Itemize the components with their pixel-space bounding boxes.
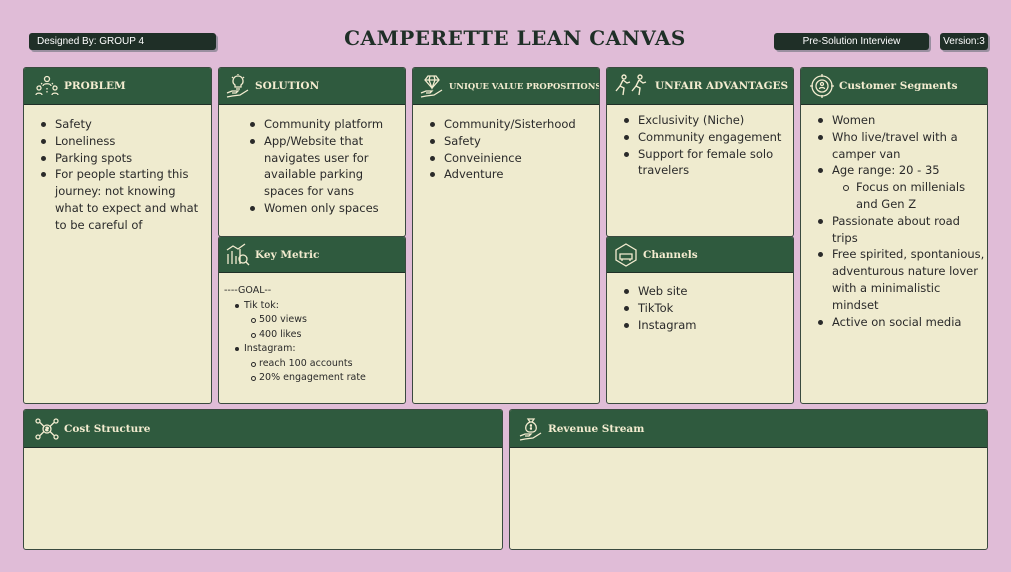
list-item: Community engagement [624, 129, 792, 146]
money-bag-hand-icon [514, 412, 548, 446]
list-item: Instagram [624, 317, 790, 334]
problem-card: PROBLEM Safety Loneliness Parking spots … [23, 67, 212, 404]
designed-by-tag: Designed By: GROUP 4 [29, 33, 216, 50]
list-item: 20% engagement rate [224, 371, 366, 386]
revenue-title: Revenue Stream [548, 422, 645, 435]
unfair-title: UNFAIR ADVANTAGES [655, 80, 789, 92]
list-item: Age range: 20 - 35 [818, 162, 986, 179]
stage-tag: Pre-Solution Interview [774, 33, 929, 50]
key-metric-content: ----GOAL-- Tik tok: 500 views 400 likes … [224, 284, 366, 386]
dollar-network-icon [30, 412, 64, 446]
list-item: 500 views [224, 313, 366, 328]
chart-magnifier-icon [221, 238, 255, 272]
cost-title: Cost Structure [64, 422, 151, 435]
list-item: Exclusivity (Niche) [624, 112, 792, 129]
channels-list: Web site TikTok Instagram [624, 283, 790, 333]
segments-header: Customer Segments [801, 68, 987, 105]
list-item: Loneliness [41, 133, 206, 150]
unfair-header: UNFAIR ADVANTAGES [607, 68, 793, 105]
cost-card: Cost Structure [23, 409, 503, 550]
page-title: CAMPERETTE LEAN CANVAS [344, 26, 686, 50]
list-sub-item: Focus on millenials and Gen Z [818, 179, 986, 213]
instagram-label: Instagram: [224, 342, 366, 357]
uvp-list: Community/Sisterhood Safety Conveinience… [430, 116, 596, 183]
tiktok-label: Tik tok: [224, 299, 366, 314]
segments-card: Customer Segments Women Who live/travel … [800, 67, 988, 404]
goal-label: ----GOAL-- [224, 285, 272, 296]
list-item: Passionate about road trips [818, 213, 986, 247]
cost-header: Cost Structure [24, 410, 502, 448]
revenue-header: Revenue Stream [510, 410, 987, 448]
list-item: Adventure [430, 166, 596, 183]
solution-list: Community platform App/Website that navi… [250, 116, 402, 217]
list-item: For people starting this journey: not kn… [41, 166, 206, 233]
target-person-icon [805, 69, 839, 103]
segments-title: Customer Segments [839, 80, 958, 92]
channels-icon [609, 238, 643, 272]
key-metric-header: Key Metric [219, 237, 405, 273]
channels-card: Channels Web site TikTok Instagram [606, 236, 794, 404]
version-text: Version:3 [943, 36, 985, 47]
channels-title: Channels [643, 248, 698, 261]
lightbulb-hand-icon [221, 69, 255, 103]
list-item: Safety [430, 133, 596, 150]
unfair-list: Exclusivity (Niche) Community engagement… [624, 112, 792, 179]
uvp-title: UNIQUE VALUE PROPOSITIONS [449, 81, 600, 91]
problem-title: PROBLEM [64, 80, 126, 92]
problem-list: Safety Loneliness Parking spots For peop… [41, 116, 206, 234]
list-item: TikTok [624, 300, 790, 317]
revenue-card: Revenue Stream [509, 409, 988, 550]
list-item: Parking spots [41, 150, 206, 167]
designed-by-text: Designed By: GROUP 4 [37, 36, 145, 47]
key-metric-title: Key Metric [255, 248, 320, 261]
list-item: Web site [624, 283, 790, 300]
problem-header: PROBLEM [24, 68, 211, 105]
list-item: Conveinience [430, 150, 596, 167]
channels-header: Channels [607, 237, 793, 273]
segments-list: Women Who live/travel with a camper van … [818, 112, 986, 330]
uvp-header: UNIQUE VALUE PROPOSITIONS [413, 68, 599, 105]
people-network-icon [30, 69, 64, 103]
list-item: Active on social media [818, 314, 986, 331]
list-item: 400 likes [224, 328, 366, 343]
list-item: Free spirited, spontanious, adventurous … [818, 246, 986, 313]
list-item: App/Website that navigates user for avai… [250, 133, 402, 200]
list-item: Community/Sisterhood [430, 116, 596, 133]
diamond-hand-icon [415, 69, 449, 103]
solution-title: SOLUTION [255, 80, 320, 92]
stage-text: Pre-Solution Interview [802, 36, 901, 47]
version-tag: Version:3 [940, 33, 988, 50]
uvp-card: UNIQUE VALUE PROPOSITIONS Community/Sist… [412, 67, 600, 404]
list-item: Who live/travel with a camper van [818, 129, 986, 163]
solution-card: SOLUTION Community platform App/Website … [218, 67, 406, 237]
list-item: reach 100 accounts [224, 357, 366, 372]
key-metric-card: Key Metric ----GOAL-- Tik tok: 500 views… [218, 236, 406, 404]
list-item: Support for female solo travelers [624, 146, 792, 180]
list-item: Women [818, 112, 986, 129]
list-item: Community platform [250, 116, 402, 133]
runners-icon [609, 69, 655, 103]
list-item: Safety [41, 116, 206, 133]
solution-header: SOLUTION [219, 68, 405, 105]
unfair-card: UNFAIR ADVANTAGES Exclusivity (Niche) Co… [606, 67, 794, 237]
list-item: Women only spaces [250, 200, 402, 217]
